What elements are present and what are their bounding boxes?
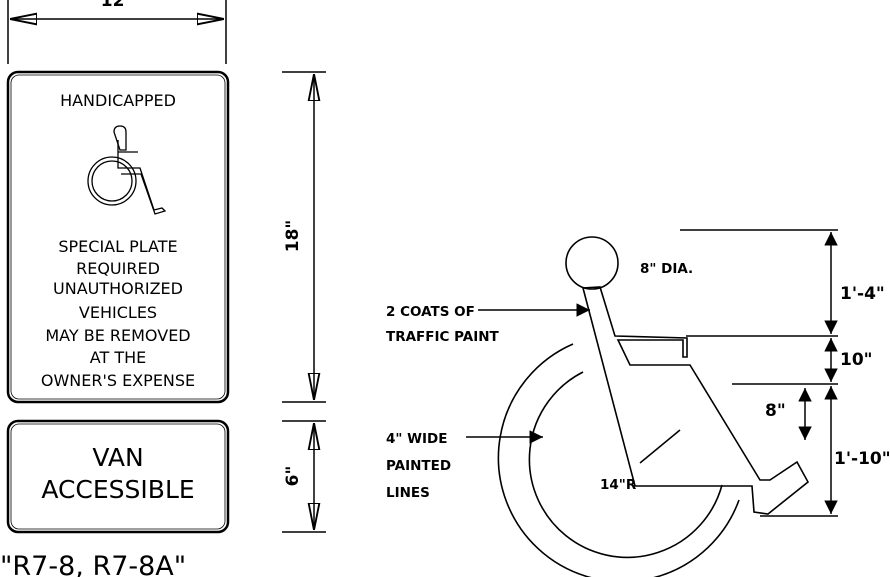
lines-note-line3: LINES [386,485,430,501]
symbol-dimension-chain [680,229,838,517]
pavement-wheelchair-symbol [497,236,810,577]
symbol-wheel-inner [528,371,723,559]
radius-label: 14"R [600,477,637,493]
sign-line-required: REQUIRED [76,259,160,278]
paint-note-line1: 2 COATS OF [386,304,475,320]
sign-panel: HANDICAPPED SPECIAL PLATE REQUIRED UNAUT… [6,70,230,404]
sign-code-label: "R7-8, R7-8A" [0,551,186,577]
accessible-text: ACCESSIBLE [41,475,194,504]
plate-height-label: 6" [283,466,303,487]
van-text: VAN [92,443,143,472]
sign-height-label: 18" [283,220,303,253]
sign-line-at-the: AT THE [90,348,146,367]
symbol-body [581,286,810,515]
wheelchair-icon [87,125,167,215]
sign-line-owners-expense: OWNER'S EXPENSE [41,371,195,390]
sign-line-vehicles: VEHICLES [79,303,157,322]
sign-line-handicapped: HANDICAPPED [60,91,176,110]
symbol-wheel-outer [497,343,740,577]
lines-note-line2: PAINTED [386,458,451,474]
lines-note-line1: 4" WIDE [386,431,447,447]
van-accessible-plate: VAN ACCESSIBLE [6,419,230,534]
dim-8-label: 8" [765,401,786,421]
dim-1-10-label: 1'-10" [834,449,890,469]
sign-line-special-plate: SPECIAL PLATE [58,237,177,256]
dim-10-label: 10" [840,350,873,370]
sign-line-may-be-removed: MAY BE REMOVED [45,326,190,345]
sign-height-dimensions [282,71,326,533]
dim-1-4-label: 1'-4" [840,284,885,304]
radius-leader [639,429,681,464]
head-dia-label: 8" DIA. [640,261,693,277]
paint-note-line2: TRAFFIC PAINT [386,329,500,345]
sign-line-unauthorized: UNAUTHORIZED [53,279,183,298]
sign-width-dimension: 12" [7,0,227,64]
symbol-head [565,236,619,290]
sign-width-label: 12" [101,0,134,11]
